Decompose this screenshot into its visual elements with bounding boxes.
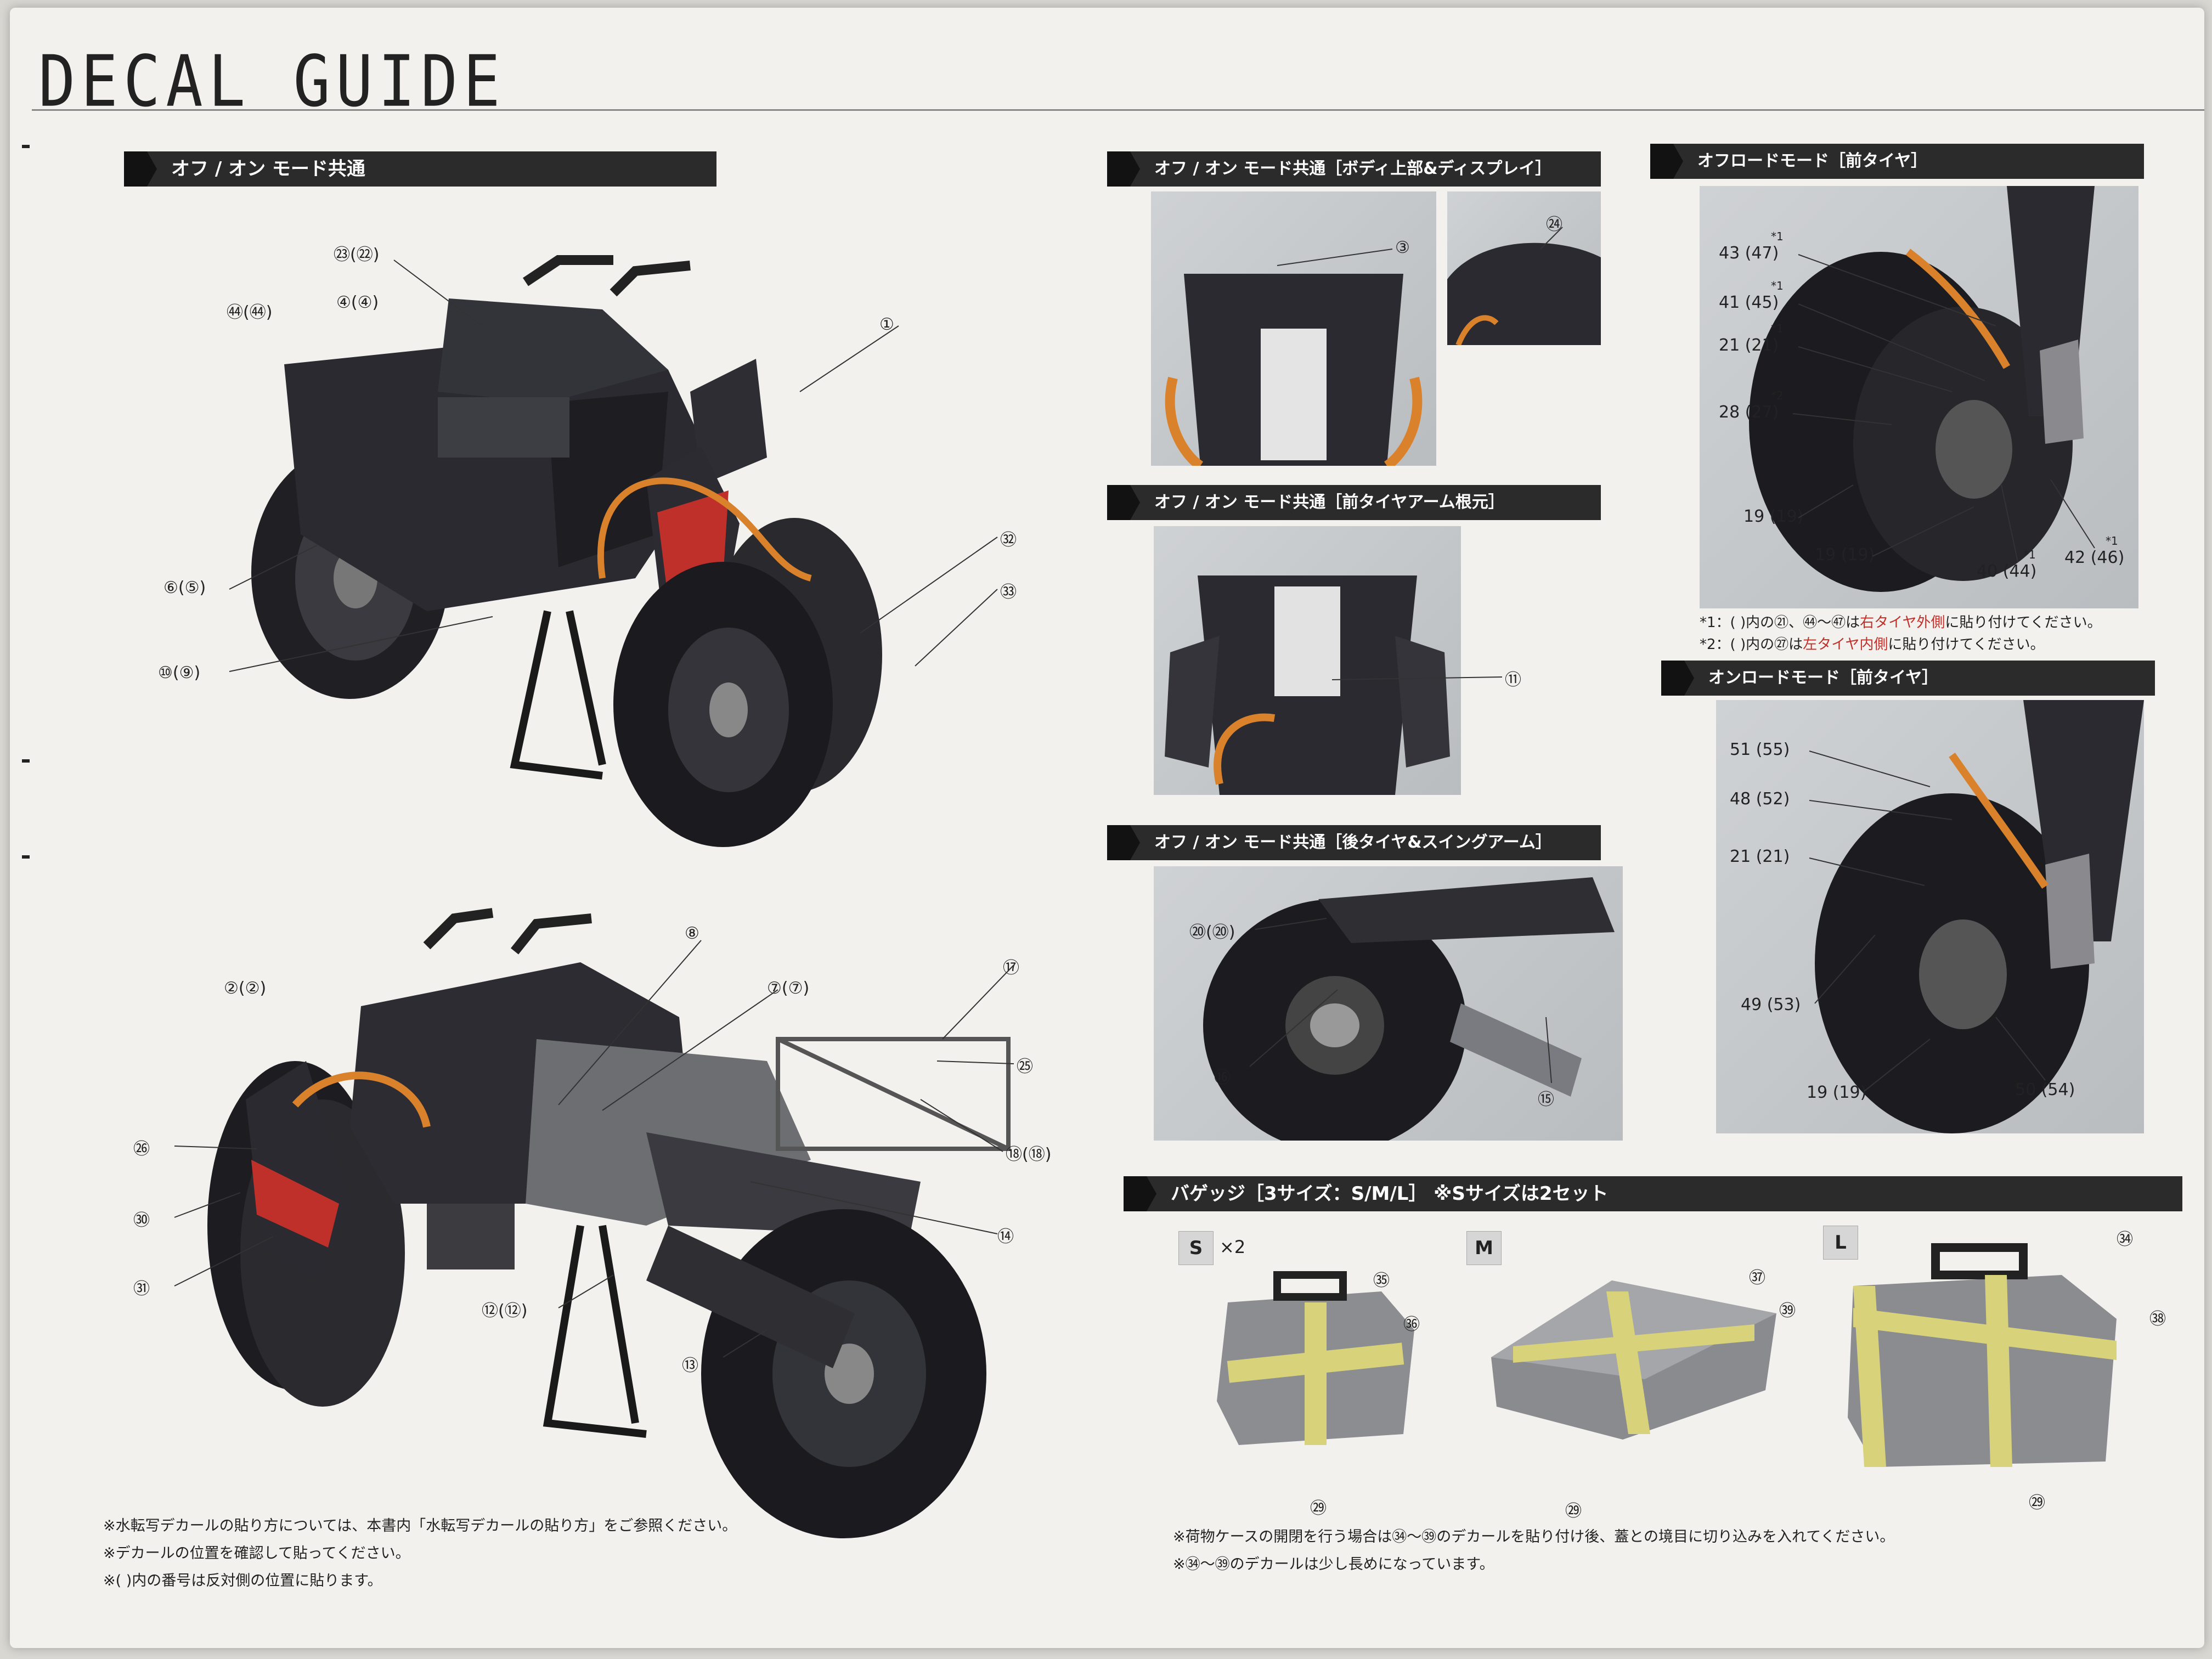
decal-label: 40 (44)	[1977, 562, 2037, 581]
decal-label: ㉟	[1373, 1271, 1390, 1290]
bike2-body	[350, 962, 921, 1269]
decal-label: ㉙	[1565, 1502, 1582, 1521]
section-header-front-arm: オフ / オン モード共通［前タイヤアーム根元］	[1107, 485, 1601, 520]
page-title: DECAL GUIDE	[38, 41, 506, 123]
decal-label: 42 (46)	[2064, 548, 2125, 567]
decal-label: ㉖	[133, 1139, 150, 1159]
note-line: ※水転写デカールの貼り方については、本書内「水転写デカールの貼り方」をご参照くだ…	[103, 1517, 737, 1534]
decal-label: ⑬	[682, 1356, 698, 1375]
decal-label: ㊹(㊹)	[227, 303, 273, 322]
decal-label: ⑭	[997, 1227, 1014, 1246]
footnote-mark: *1	[1771, 279, 1784, 292]
decal-label: ⑳(⑳)	[1189, 923, 1235, 942]
decal-label: ㊳	[2149, 1310, 2166, 1329]
manual-page: DECAL GUIDE オフ / オン モード共通	[10, 8, 2204, 1648]
offroad-footnote-2: *2：( )内の㉗は左タイヤ内側に貼り付けてください。	[1700, 636, 2045, 653]
decal-label: ③	[1395, 238, 1410, 257]
footnote-mark: *1	[2106, 534, 2118, 548]
photo-display-closeup	[1447, 191, 1601, 345]
decal-label: 19 (19)	[1743, 507, 1804, 526]
decal-label: ㉓(㉒)	[334, 245, 380, 264]
decal-label: ②(②)	[224, 979, 267, 998]
decal-label: ⑪	[1505, 670, 1521, 690]
decal-label: ㉝	[1000, 583, 1017, 602]
suitcase-small	[1217, 1271, 1414, 1445]
decal-label: ㉕	[1017, 1057, 1033, 1076]
decal-label: ⑱(⑱)	[1006, 1145, 1052, 1164]
decal-label: ⑧	[685, 924, 699, 943]
note-line: ※( )内の番号は反対側の位置に貼ります。	[103, 1572, 382, 1589]
photo-offroad-front-wheel	[1700, 186, 2138, 608]
footnote-mark: *1	[1771, 322, 1784, 335]
decal-label: ㊲	[1749, 1268, 1765, 1288]
photo-rear-wheel	[1154, 866, 1623, 1141]
bike1-body	[284, 298, 767, 611]
bike1-front-wheels	[613, 518, 882, 847]
decal-label: ⑥(⑤)	[163, 578, 206, 597]
bike2-orange-hose	[292, 1071, 431, 1128]
bike2-stand	[543, 1224, 647, 1438]
suitcase-large	[1848, 1243, 2117, 1467]
suitcase-medium	[1491, 1280, 1776, 1440]
title-divider	[32, 109, 2204, 111]
size-tag-s: S	[1178, 1231, 1214, 1265]
section-header-onroad: オンロードモード［前タイヤ］	[1661, 661, 2155, 696]
decal-label: 41 (45)	[1719, 293, 1779, 312]
note-line: ※㉞～㊴のデカールは少し長めになっています。	[1173, 1556, 1494, 1573]
decal-label: ㉞	[2117, 1230, 2133, 1249]
bike1-orange-hose	[597, 477, 812, 582]
decal-label: ㉙	[1310, 1499, 1327, 1518]
note-line: ※デカールの位置を確認して貼ってください。	[103, 1545, 410, 1562]
section-header-rear: オフ / オン モード共通［後タイヤ&スイングアーム］	[1107, 825, 1601, 860]
bike2-swingarm	[646, 1226, 855, 1368]
decal-label: ㉜	[1000, 531, 1017, 550]
decal-label: ㉚	[133, 1211, 150, 1230]
bike1-stand	[510, 610, 606, 780]
bike-illustration-bottom	[207, 908, 1011, 1538]
decal-label: ⑫(⑫)	[482, 1301, 528, 1321]
decal-label: 51 (55)	[1730, 740, 1790, 759]
decal-label: ㊱	[1403, 1315, 1420, 1334]
section-header-luggage: バゲッジ［3サイズ：S/M/L］ ※Sサイズは2セット	[1124, 1176, 2182, 1211]
decal-label: 50 (54)	[2015, 1080, 2075, 1099]
decal-label: ㉙	[2029, 1493, 2045, 1513]
leader-lines	[174, 227, 2095, 1358]
size-tag-m: M	[1466, 1231, 1502, 1265]
bike2-handlebars	[423, 908, 592, 955]
margin-tick	[22, 855, 30, 859]
decal-label: ㉛	[133, 1279, 150, 1299]
decal-label: ㉔	[1546, 215, 1562, 234]
footnote-mark: *2	[1771, 389, 1784, 402]
section-header-common: オフ / オン モード共通	[124, 151, 716, 187]
decal-label: 19 (19)	[1807, 1083, 1867, 1102]
decal-label: ⑯	[1214, 1068, 1231, 1087]
decal-label: 49 (53)	[1741, 995, 1801, 1014]
size-s-count: ×2	[1220, 1237, 1246, 1257]
decal-label: 21 (21)	[1730, 847, 1790, 866]
margin-tick	[22, 759, 30, 763]
decal-label: 28 (27)	[1719, 403, 1779, 422]
section-header-body-top: オフ / オン モード共通［ボディ上部&ディスプレイ］	[1107, 151, 1601, 187]
margin-tick	[22, 145, 30, 148]
size-tag-l: L	[1823, 1226, 1858, 1260]
decal-label: ⑩(⑨)	[158, 663, 201, 682]
note-line: ※荷物ケースの開閉を行う場合は㉞～㊴のデカールを貼り付け後、蓋との境目に切り込み…	[1173, 1528, 1895, 1545]
decal-label: ④(④)	[336, 293, 379, 312]
footnote-mark: *1	[2023, 548, 2036, 561]
footnote-mark: *1	[1771, 230, 1784, 243]
decal-label: 21 (21)	[1719, 336, 1779, 355]
decal-label: ⑮	[1538, 1090, 1554, 1109]
section-header-offroad: オフロードモード［前タイヤ］	[1650, 144, 2144, 179]
offroad-footnote-1: *1：( )内の㉑、㊹～㊼は右タイヤ外側に貼り付けてください。	[1700, 614, 2102, 631]
bike-illustration-top	[251, 255, 882, 847]
decal-label: ㊴	[1779, 1301, 1796, 1321]
decal-label: 48 (52)	[1730, 789, 1790, 809]
decal-label: 19 (19)	[1815, 545, 1875, 565]
photo-body-top	[1151, 191, 1436, 466]
decal-label: 43 (47)	[1719, 244, 1779, 263]
decal-label: ⑦(⑦)	[767, 979, 810, 998]
bike2-front-panel	[246, 1061, 350, 1280]
photo-front-arm	[1154, 526, 1461, 795]
bike1-handlebars	[523, 255, 691, 297]
